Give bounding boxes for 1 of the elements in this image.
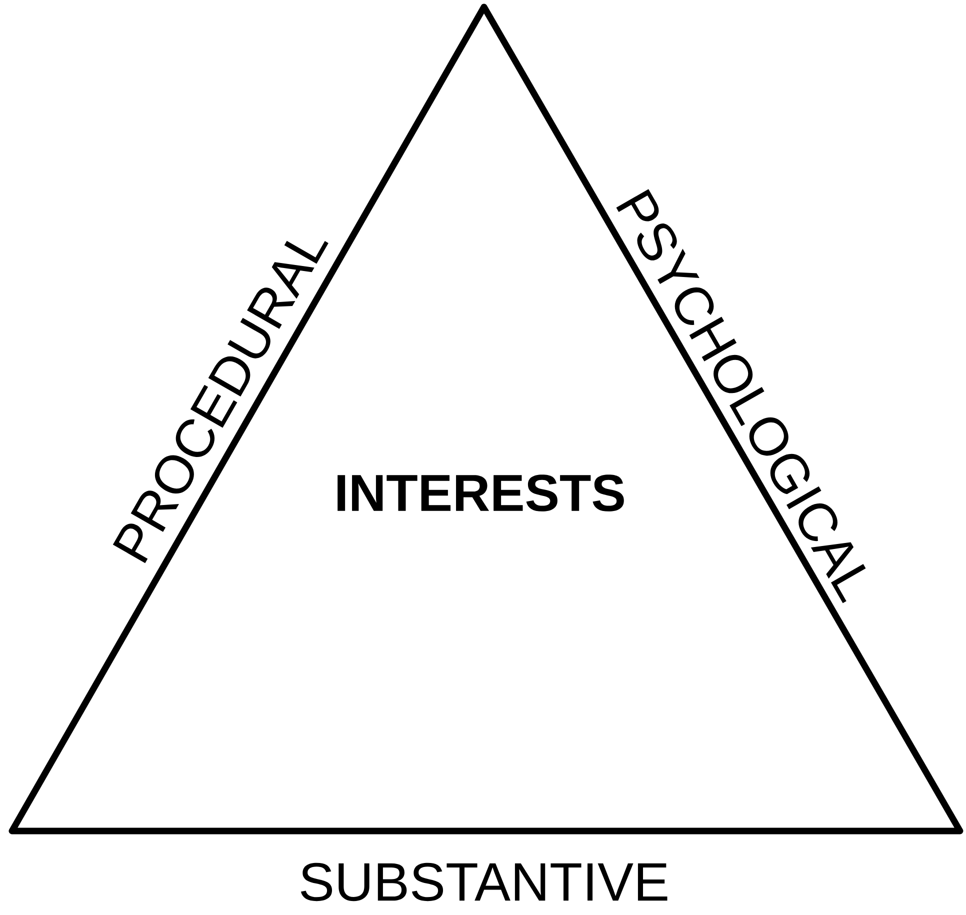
triangle — [8, 4, 964, 834]
